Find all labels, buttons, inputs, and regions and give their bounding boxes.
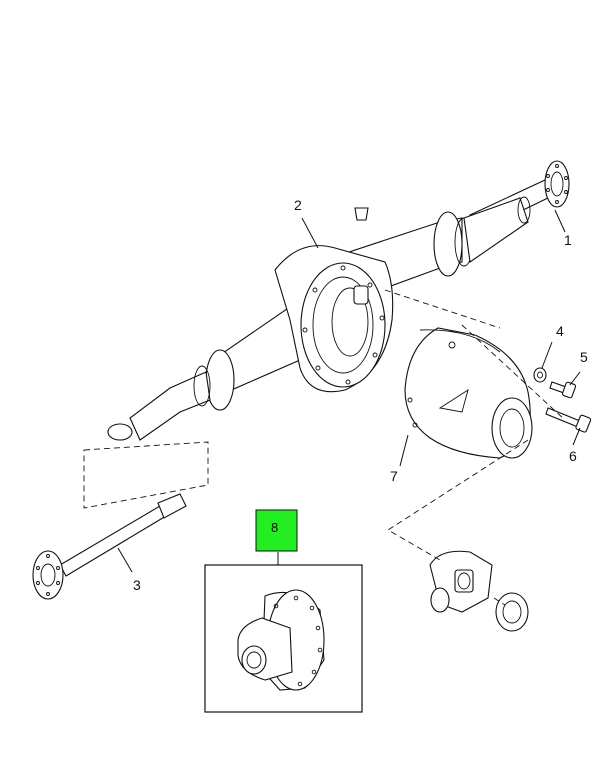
- callout-8[interactable]: 8: [271, 520, 278, 535]
- callout-2[interactable]: 2: [294, 197, 302, 213]
- part-8-differential-case[interactable]: [237, 589, 325, 691]
- callout-5[interactable]: 5: [580, 349, 588, 365]
- part-8-callout-box[interactable]: [255, 509, 298, 552]
- callout-labels: 1 2 3 4 5 6 7: [133, 197, 588, 593]
- part-5-bolt[interactable]: [549, 381, 577, 399]
- callout-4[interactable]: 4: [556, 323, 564, 339]
- callout-3[interactable]: 3: [133, 577, 141, 593]
- callout-7[interactable]: 7: [390, 468, 398, 484]
- part-7-differential-carrier[interactable]: [404, 327, 533, 459]
- part-4-washer[interactable]: [533, 367, 547, 383]
- part-8-highlight[interactable]: 8: [255, 509, 298, 552]
- callout-1[interactable]: 1: [564, 232, 572, 248]
- leader-lines: [117, 209, 581, 573]
- part-6-bolt-long[interactable]: [545, 407, 592, 433]
- exploded-guide-lines: [83, 289, 566, 606]
- callout-6[interactable]: 6: [569, 448, 577, 464]
- part-3-axle-shaft-left[interactable]: [32, 493, 187, 600]
- part-8-detail-frame: [204, 564, 363, 713]
- yoke-assembly[interactable]: [429, 550, 529, 632]
- part-2-axle-housing[interactable]: [107, 196, 531, 441]
